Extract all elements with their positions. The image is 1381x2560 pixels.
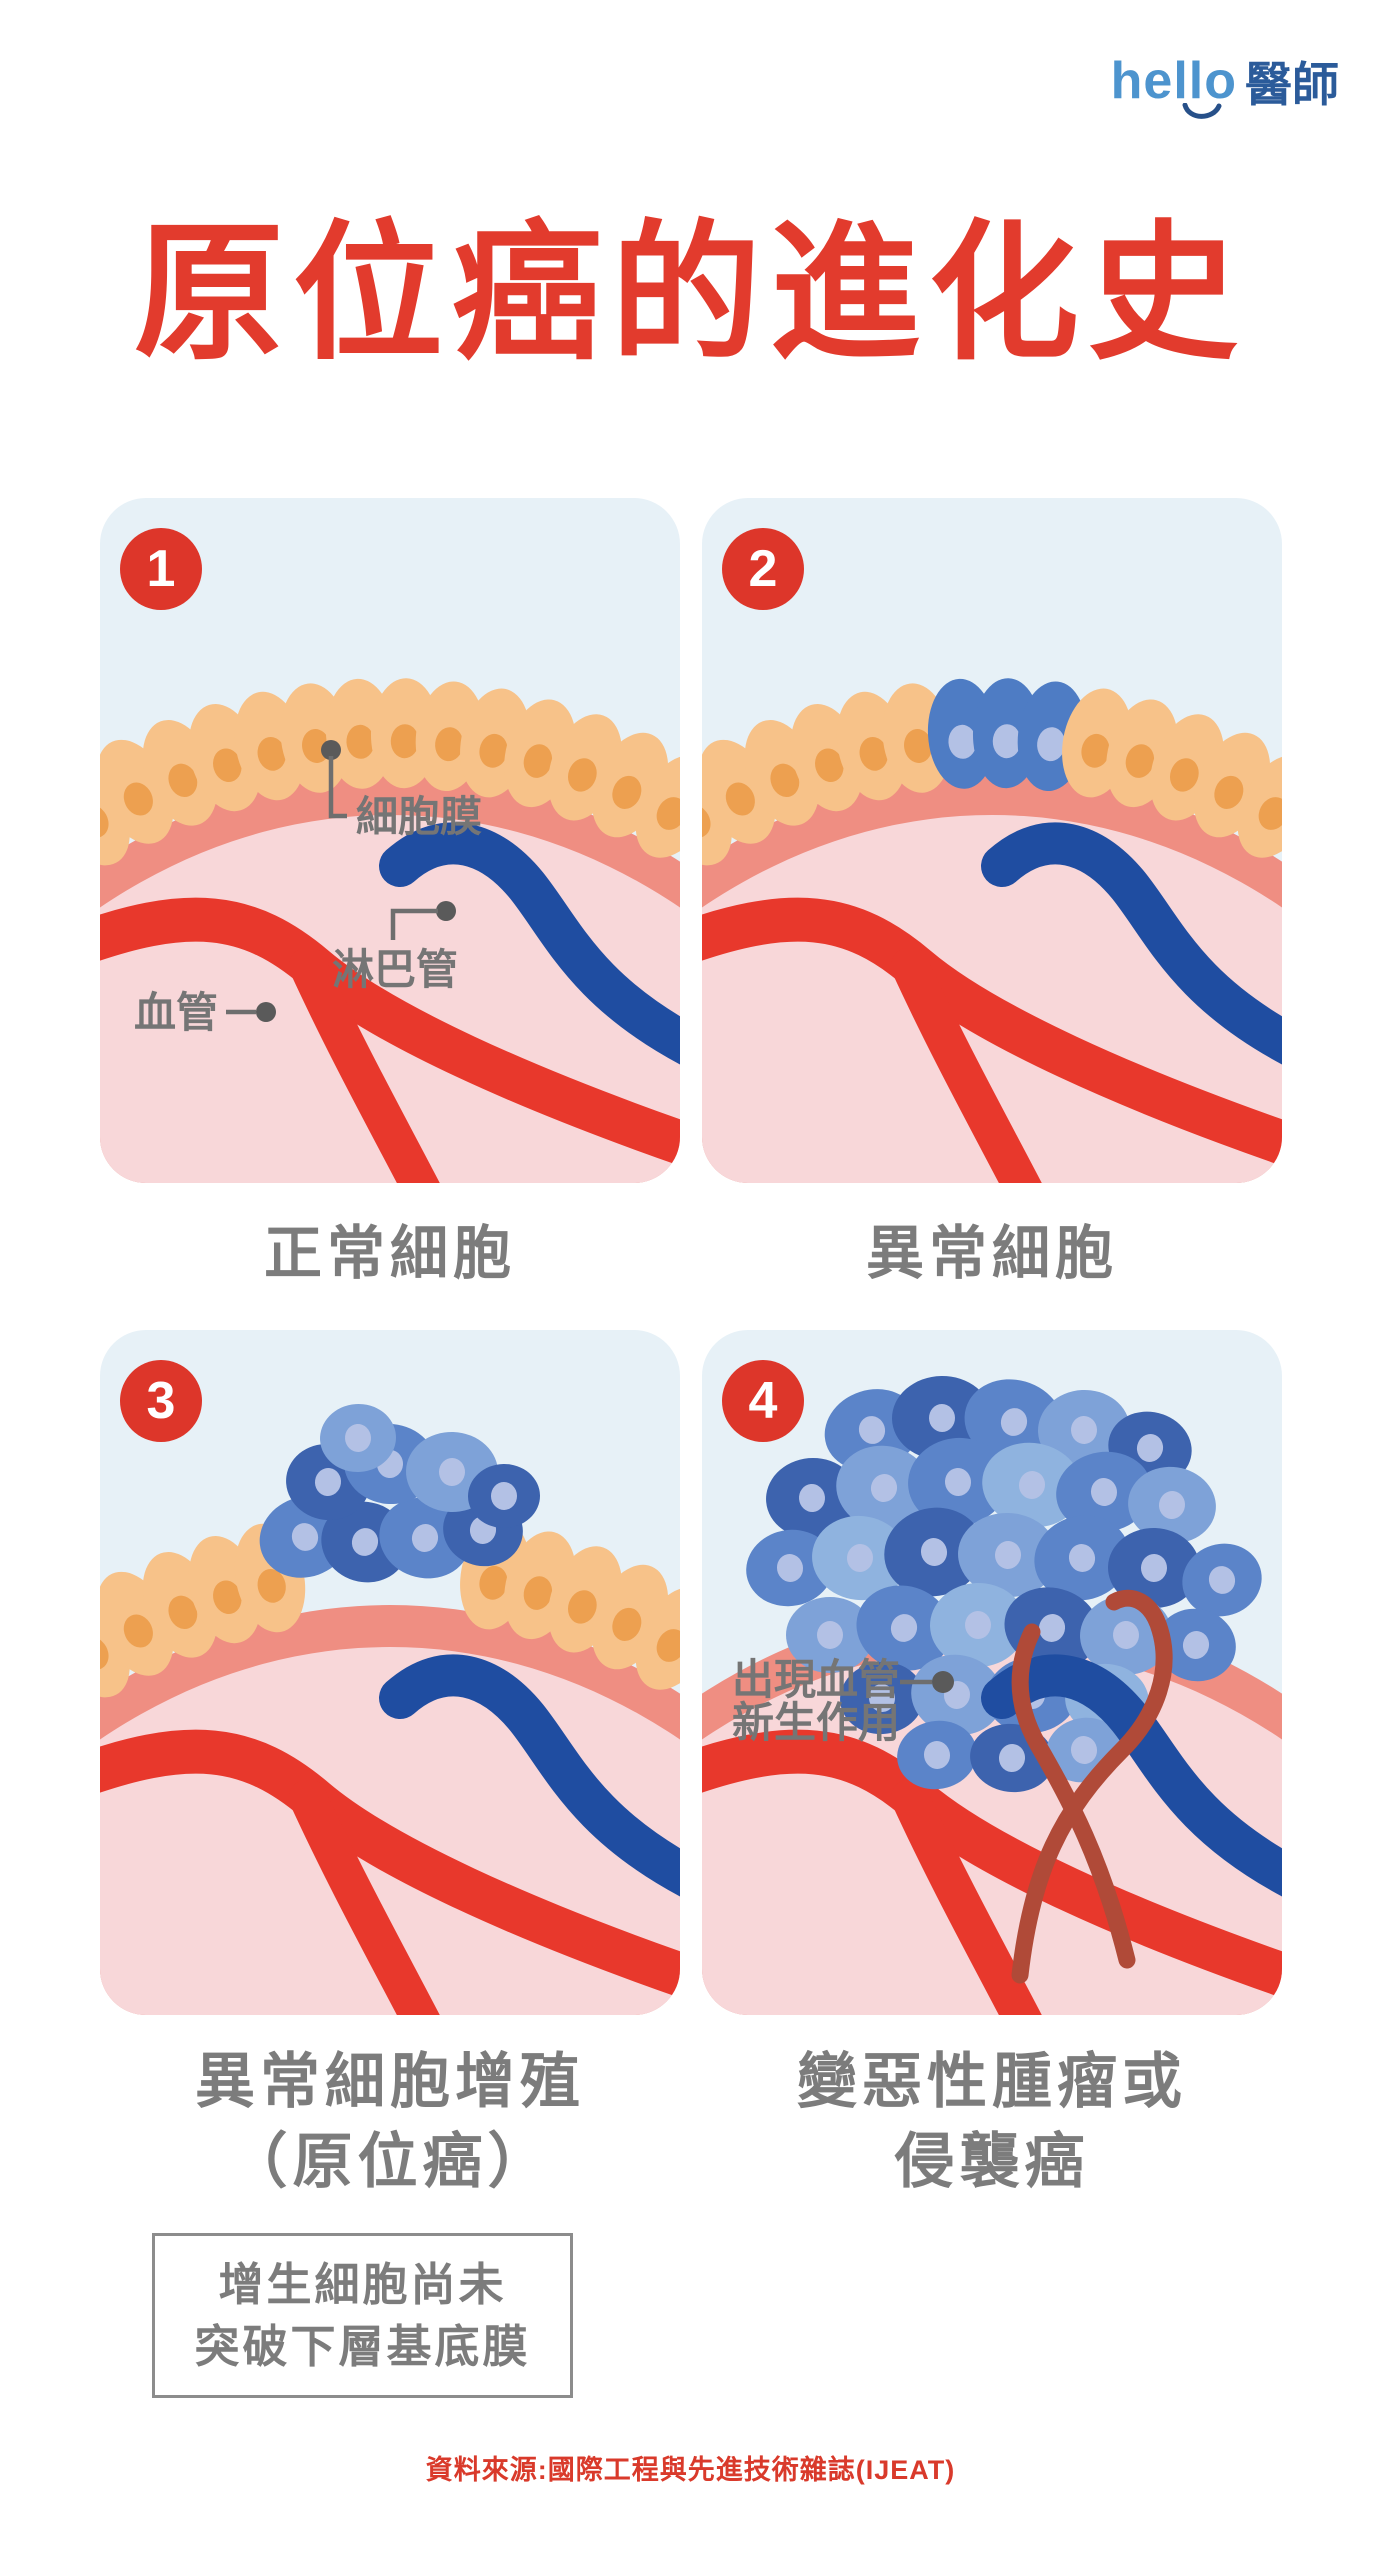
stethoscope-icon [1182,102,1222,119]
panel-3-carcinoma-in-situ: 3 [100,1330,680,2015]
panel-1-caption-text: 正常細胞 [263,1221,516,1286]
panel-3-caption-line1: 異常細胞增殖 [195,2048,585,2115]
blood-vessel-label-group: 血管 [134,989,276,1036]
step-4-badge: 4 [722,1360,804,1442]
lymph-label: 淋巴管 [332,946,458,993]
cell-membrane-label-group: 細胞膜 [321,740,482,840]
membrane-label: 細胞膜 [356,793,482,840]
panel-4-caption-line1: 變惡性腫瘤或 [797,2048,1187,2115]
panel-1-caption: 正常細胞 [100,1206,680,1290]
step-3-badge: 3 [120,1360,202,1442]
abnormal-cells-illustration [702,678,1282,1183]
lymph-vessel-label-group: 淋巴管 [332,901,458,993]
panel-4-caption-line2: 侵襲癌 [894,2128,1090,2195]
panel-4-malignant-tumor: 出現血管 新生作用 4 [702,1330,1282,2015]
logo-hello-text: hello [1111,51,1237,119]
panel-2-abnormal-cells: 2 [702,498,1282,1183]
hello-doctor-logo: hello 醫師 [1111,46,1339,119]
panel-3-caption-line2: （原位癌） [227,2128,553,2195]
malignant-tumor-illustration: 出現血管 新生作用 [702,1375,1282,2015]
note-line1: 增生細胞尚未 [218,2259,507,2310]
step-1-badge: 1 [120,528,202,610]
cell-proliferation-illustration [100,1403,680,2015]
lymph-pointer-dot [436,901,456,921]
panel-2-caption-text: 異常細胞 [865,1221,1118,1286]
blood-vessel-pointer-dot [256,1002,276,1022]
angiogenesis-label-line1: 出現血管 [732,1656,900,1703]
angiogenesis-label-group: 出現血管 新生作用 [732,1656,954,1746]
lymph-leader-line [390,908,438,940]
panel-3-caption: 異常細胞增殖 （原位癌） [100,2042,680,2202]
angiogenesis-pointer-dot [932,1671,954,1693]
note-line2: 突破下層基底膜 [194,2321,531,2372]
membrane-pointer-dot [321,740,341,760]
logo-doctor-text: 醫師 [1245,58,1339,111]
membrane-leader-line [328,756,347,819]
basement-membrane-note-box: 增生細胞尚未 突破下層基底膜 [152,2233,573,2398]
panel-4-caption: 變惡性腫瘤或 侵襲癌 [702,2042,1282,2202]
panel-2-caption: 異常細胞 [702,1206,1282,1290]
panel-1-normal-cells: 細胞膜 淋巴管 血管 1 [100,498,680,1183]
normal-tissue-illustration: 細胞膜 淋巴管 血管 [100,678,680,1183]
page-title: 原位癌的進化史 [133,209,1247,377]
angiogenesis-label-line2: 新生作用 [732,1699,900,1746]
blood-vessel-label: 血管 [134,989,218,1036]
step-2-badge: 2 [722,528,804,610]
data-source-text: 資料來源:國際工程與先進技術雜誌(IJEAT) [425,2455,956,2485]
